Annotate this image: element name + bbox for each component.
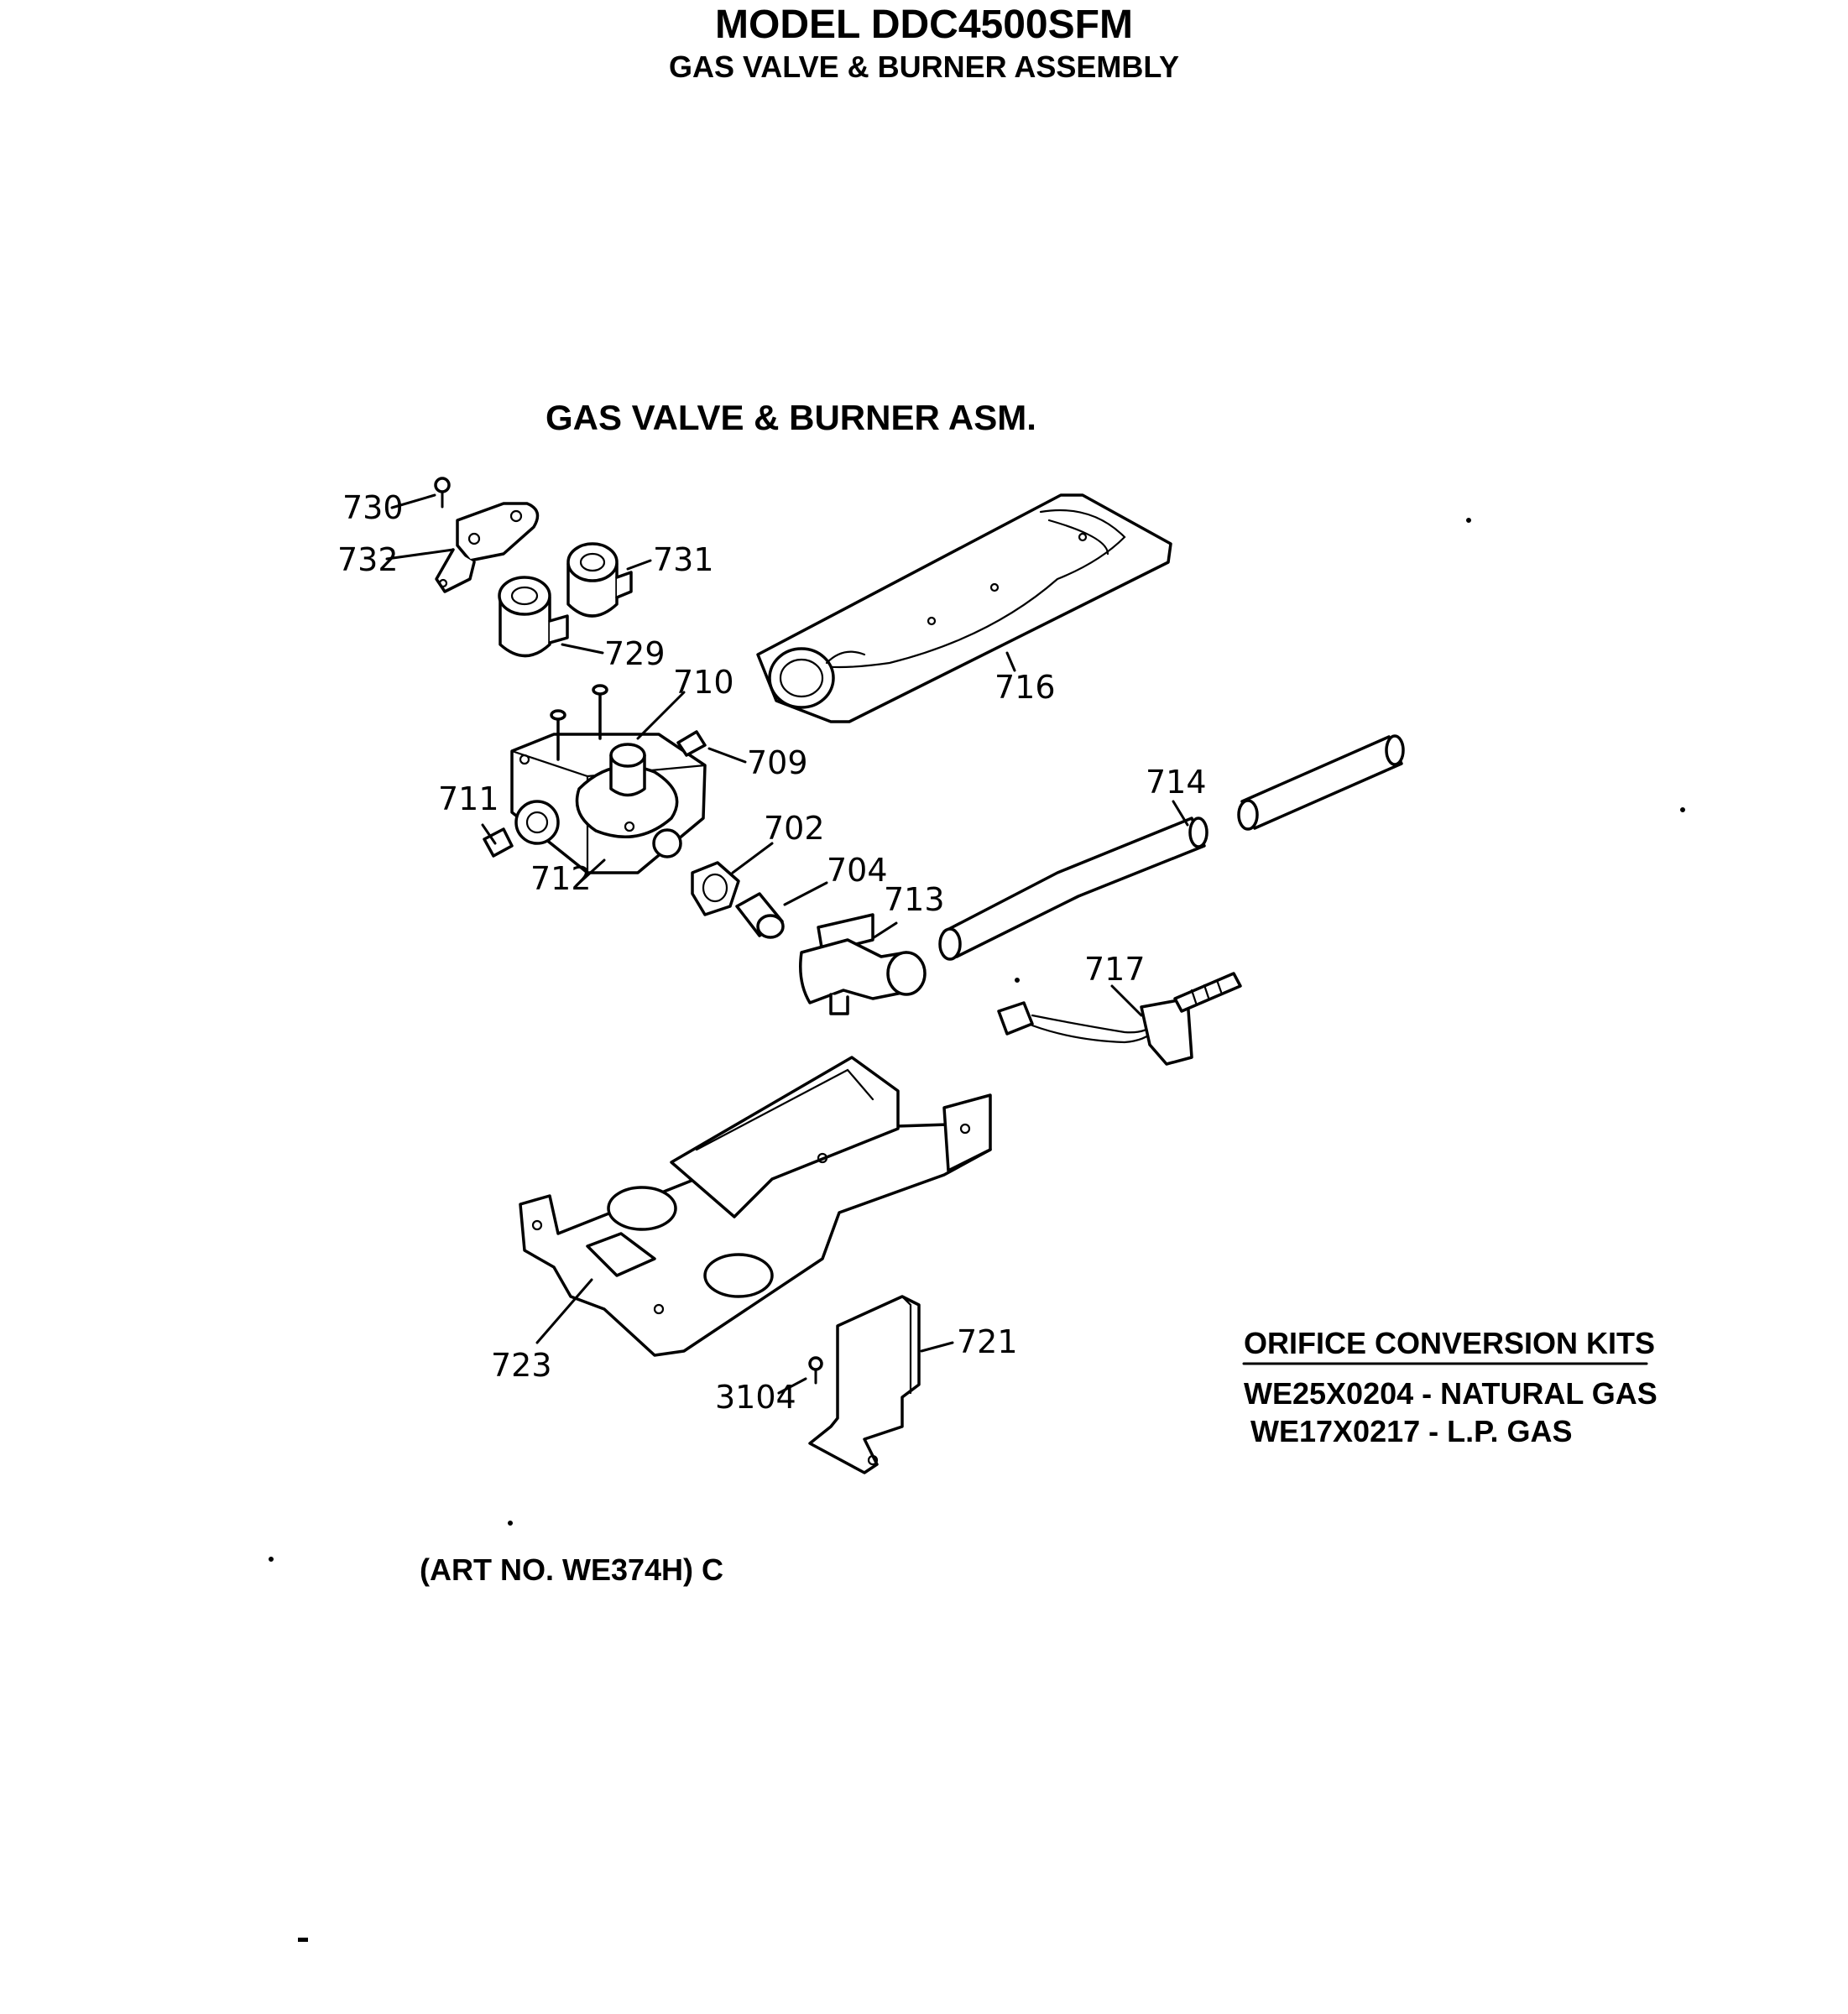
part-723-burner-base (519, 1056, 992, 1357)
part-732-bracket (435, 502, 540, 593)
part-729-coil (498, 576, 569, 658)
part-717-igniter (997, 972, 1242, 1066)
callout-723: 723 (491, 1347, 552, 1384)
callout-3104: 3104 (715, 1379, 796, 1416)
part-716-burner (756, 493, 1172, 723)
callout-729: 729 (604, 635, 666, 672)
part-721-shield (808, 1295, 921, 1474)
part-704-orifice (735, 892, 785, 939)
callout-709: 709 (747, 744, 808, 781)
callout-731: 731 (653, 541, 714, 578)
callout-702: 702 (764, 810, 825, 847)
kits-heading: ORIFICE CONVERSION KITS (1244, 1326, 1655, 1360)
callout-711: 711 (438, 780, 499, 817)
part-713-air-shutter (799, 913, 927, 1015)
part-702-nut (691, 861, 740, 916)
part-710-gas-valve (510, 684, 707, 874)
callout-716: 716 (994, 669, 1056, 706)
callout-713: 713 (884, 881, 945, 918)
leader-lines (385, 493, 1189, 1395)
callout-714: 714 (1146, 764, 1207, 801)
part-731-coil (566, 542, 633, 618)
kit-natural-gas: WE25X0204 - NATURAL GAS (1244, 1376, 1657, 1411)
callout-721: 721 (957, 1323, 1018, 1360)
art-number: (ART NO. WE374H) C (420, 1552, 723, 1587)
callout-730: 730 (342, 489, 404, 526)
part-3104-screw (808, 1356, 823, 1385)
callout-717: 717 (1084, 951, 1146, 988)
kit-lp-gas: WE17X0217 - L.P. GAS (1250, 1414, 1573, 1448)
callout-732: 732 (337, 541, 399, 578)
part-730-screw (434, 477, 451, 509)
scan-specks (269, 518, 1685, 1942)
orifice-conversion-kits: ORIFICE CONVERSION KITS WE25X0204 - NATU… (1242, 1326, 1657, 1448)
callout-710: 710 (673, 664, 734, 701)
part-709-pin (676, 730, 707, 757)
callout-712: 712 (530, 860, 592, 897)
model-title: MODEL DDC4500SFM (715, 3, 1133, 47)
assembly-subtitle: GAS VALVE & BURNER ASSEMBLY (669, 50, 1179, 84)
callout-704: 704 (827, 852, 888, 889)
diagram-title: GAS VALVE & BURNER ASM. (546, 398, 1036, 437)
part-714-burner-tube (938, 734, 1405, 961)
